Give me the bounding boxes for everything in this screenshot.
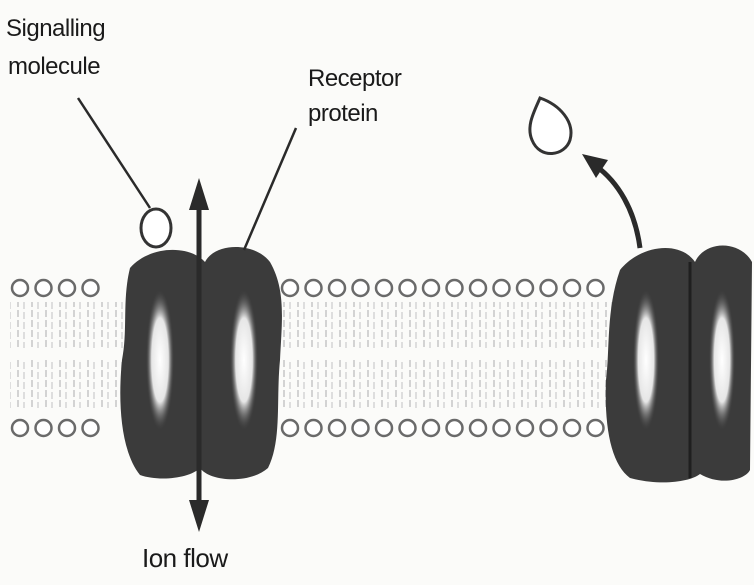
lipid-head bbox=[83, 420, 99, 436]
lipid-head bbox=[470, 420, 486, 436]
lipid-head bbox=[306, 420, 322, 436]
lipid-head bbox=[541, 280, 557, 296]
signalling-leader-line bbox=[78, 98, 150, 208]
lipid-head bbox=[470, 280, 486, 296]
lipid-head bbox=[564, 420, 580, 436]
lipid-head bbox=[59, 280, 75, 296]
receptor-protein-closed bbox=[606, 246, 752, 483]
lipid-head bbox=[588, 280, 604, 296]
lipid-head bbox=[306, 280, 322, 296]
lipid-heads-bottom bbox=[12, 420, 604, 436]
signalling-molecule-bound bbox=[141, 209, 171, 247]
lipid-head bbox=[494, 420, 510, 436]
ion-flow-label: Ion flow bbox=[142, 543, 228, 573]
lipid-heads-top bbox=[12, 280, 604, 296]
lipid-head bbox=[329, 420, 345, 436]
signalling-molecule-released bbox=[530, 98, 571, 154]
lipid-head bbox=[376, 420, 392, 436]
release-curved-arrow-icon bbox=[582, 154, 640, 248]
lipid-head bbox=[447, 280, 463, 296]
lipid-head bbox=[564, 280, 580, 296]
signalling-molecule-label-line2: molecule bbox=[8, 52, 100, 82]
lipid-head bbox=[400, 420, 416, 436]
lipid-head bbox=[36, 280, 52, 296]
lipid-head bbox=[83, 280, 99, 296]
lipid-head bbox=[423, 280, 439, 296]
lipid-head bbox=[282, 420, 298, 436]
lipid-head bbox=[588, 420, 604, 436]
receptor-protein-label-line2: protein bbox=[308, 99, 378, 129]
lipid-head bbox=[353, 420, 369, 436]
lipid-head bbox=[282, 280, 298, 296]
lipid-head bbox=[12, 420, 28, 436]
lipid-head bbox=[400, 280, 416, 296]
lipid-head bbox=[517, 280, 533, 296]
lipid-head bbox=[517, 420, 533, 436]
lipid-head bbox=[376, 280, 392, 296]
lipid-head bbox=[36, 420, 52, 436]
lipid-head bbox=[353, 280, 369, 296]
receptor-protein-label-line1: Receptor bbox=[308, 64, 401, 94]
lipid-head bbox=[423, 420, 439, 436]
lipid-head bbox=[494, 280, 510, 296]
lipid-head bbox=[12, 280, 28, 296]
lipid-head bbox=[541, 420, 557, 436]
lipid-head bbox=[329, 280, 345, 296]
signalling-molecule-label-line1: Signalling bbox=[6, 14, 105, 44]
receptor-leader-line bbox=[244, 128, 296, 250]
lipid-head bbox=[59, 420, 75, 436]
lipid-head bbox=[447, 420, 463, 436]
